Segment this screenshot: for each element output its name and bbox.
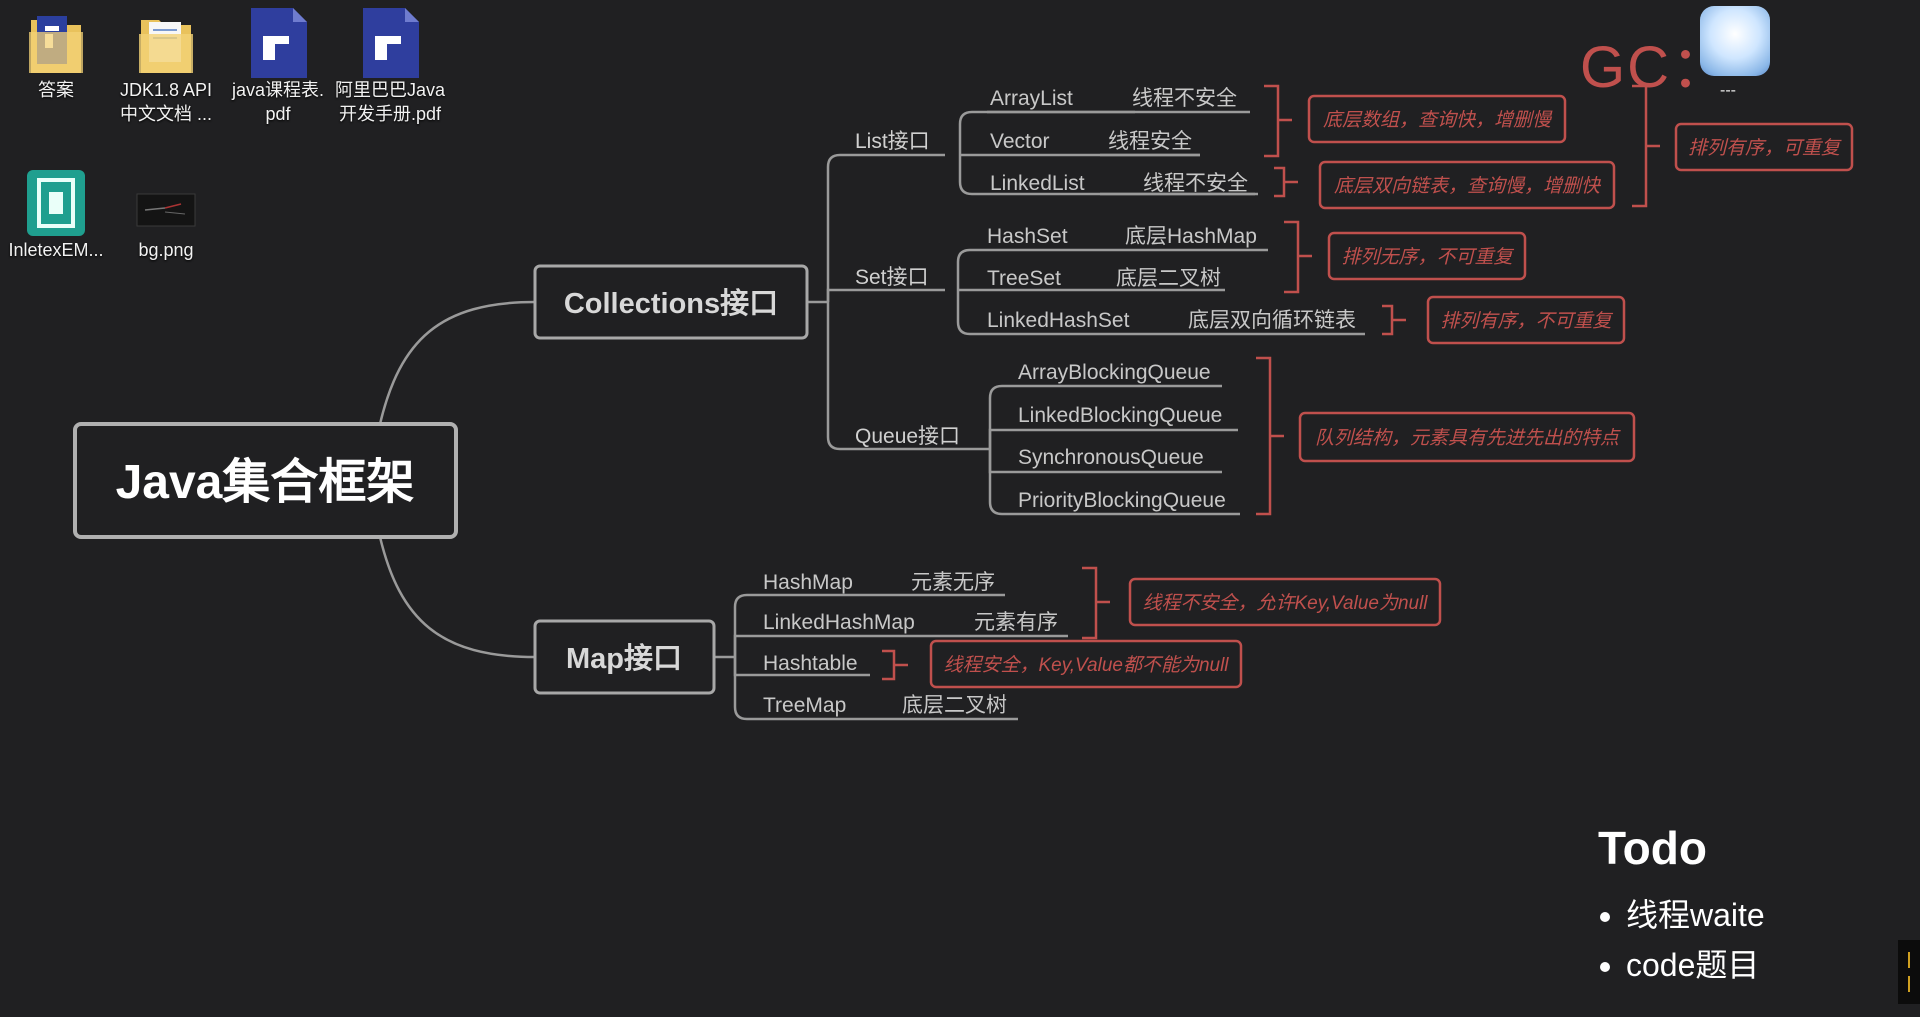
annotation-text: 线程安全，Key,Value都不能为null [943, 654, 1229, 676]
set-interface-label[interactable]: Set接口 [855, 266, 929, 289]
list-item-note: 线程不安全 [1143, 172, 1248, 195]
todo-panel: Todo 线程waite code题目 [1598, 820, 1765, 990]
annotation-text: 排列无序，不可重复 [1341, 246, 1514, 268]
set-item-name[interactable]: TreeSet [987, 267, 1061, 290]
set-item-note: 底层二叉树 [1116, 267, 1221, 290]
annotation-text: 线程不安全，允许Key,Value为null [1142, 592, 1428, 614]
gc-header: GC： --- [1580, 6, 1780, 106]
todo-list: 线程waite code题目 [1598, 890, 1765, 990]
queue-item[interactable]: PriorityBlockingQueue [1018, 489, 1226, 512]
map-item-note: 元素无序 [911, 571, 995, 594]
list-interface-label[interactable]: List接口 [855, 130, 930, 153]
annotation-text: 队列结构，元素具有先进先出的特点 [1315, 427, 1621, 449]
collections-node-label: Collections接口 [564, 287, 778, 320]
list-item-note: 线程安全 [1108, 130, 1192, 153]
map-item-note: 元素有序 [974, 611, 1058, 634]
set-item-note: 底层双向循环链表 [1188, 309, 1356, 332]
list-item-name[interactable]: LinkedList [990, 172, 1085, 195]
list-item-name[interactable]: ArrayList [990, 87, 1073, 110]
list-item-name[interactable]: Vector [990, 130, 1050, 153]
scroll-indicator[interactable] [1898, 940, 1920, 1004]
list-item-note: 线程不安全 [1132, 87, 1237, 110]
queue-interface-label[interactable]: Queue接口 [855, 425, 960, 448]
todo-item: code题目 [1626, 940, 1765, 990]
map-item-name[interactable]: LinkedHashMap [763, 611, 915, 634]
annotation-text: 底层数组，查询快，增删慢 [1323, 109, 1553, 131]
root-node-label: Java集合框架 [116, 456, 415, 509]
avatar-caption: --- [1720, 82, 1736, 100]
map-node-label: Map接口 [566, 642, 682, 675]
annotation-text: 排列有序，不可重复 [1440, 310, 1613, 332]
set-item-name[interactable]: LinkedHashSet [987, 309, 1130, 332]
queue-item[interactable]: ArrayBlockingQueue [1018, 361, 1211, 384]
todo-item: 线程waite [1626, 890, 1765, 940]
todo-title: Todo [1598, 820, 1765, 876]
map-item-name[interactable]: Hashtable [763, 652, 858, 675]
set-item-name[interactable]: HashSet [987, 225, 1068, 248]
queue-item[interactable]: SynchronousQueue [1018, 446, 1204, 469]
map-item-note: 底层二叉树 [902, 694, 1007, 717]
queue-item[interactable]: LinkedBlockingQueue [1018, 404, 1222, 427]
avatar[interactable] [1700, 6, 1770, 76]
set-item-note: 底层HashMap [1125, 225, 1257, 248]
map-item-name[interactable]: HashMap [763, 571, 853, 594]
annotation-text: 底层双向链表，查询慢，增删快 [1334, 175, 1602, 197]
map-item-name[interactable]: TreeMap [763, 694, 846, 717]
annotation-text: 排列有序，可重复 [1688, 137, 1842, 159]
